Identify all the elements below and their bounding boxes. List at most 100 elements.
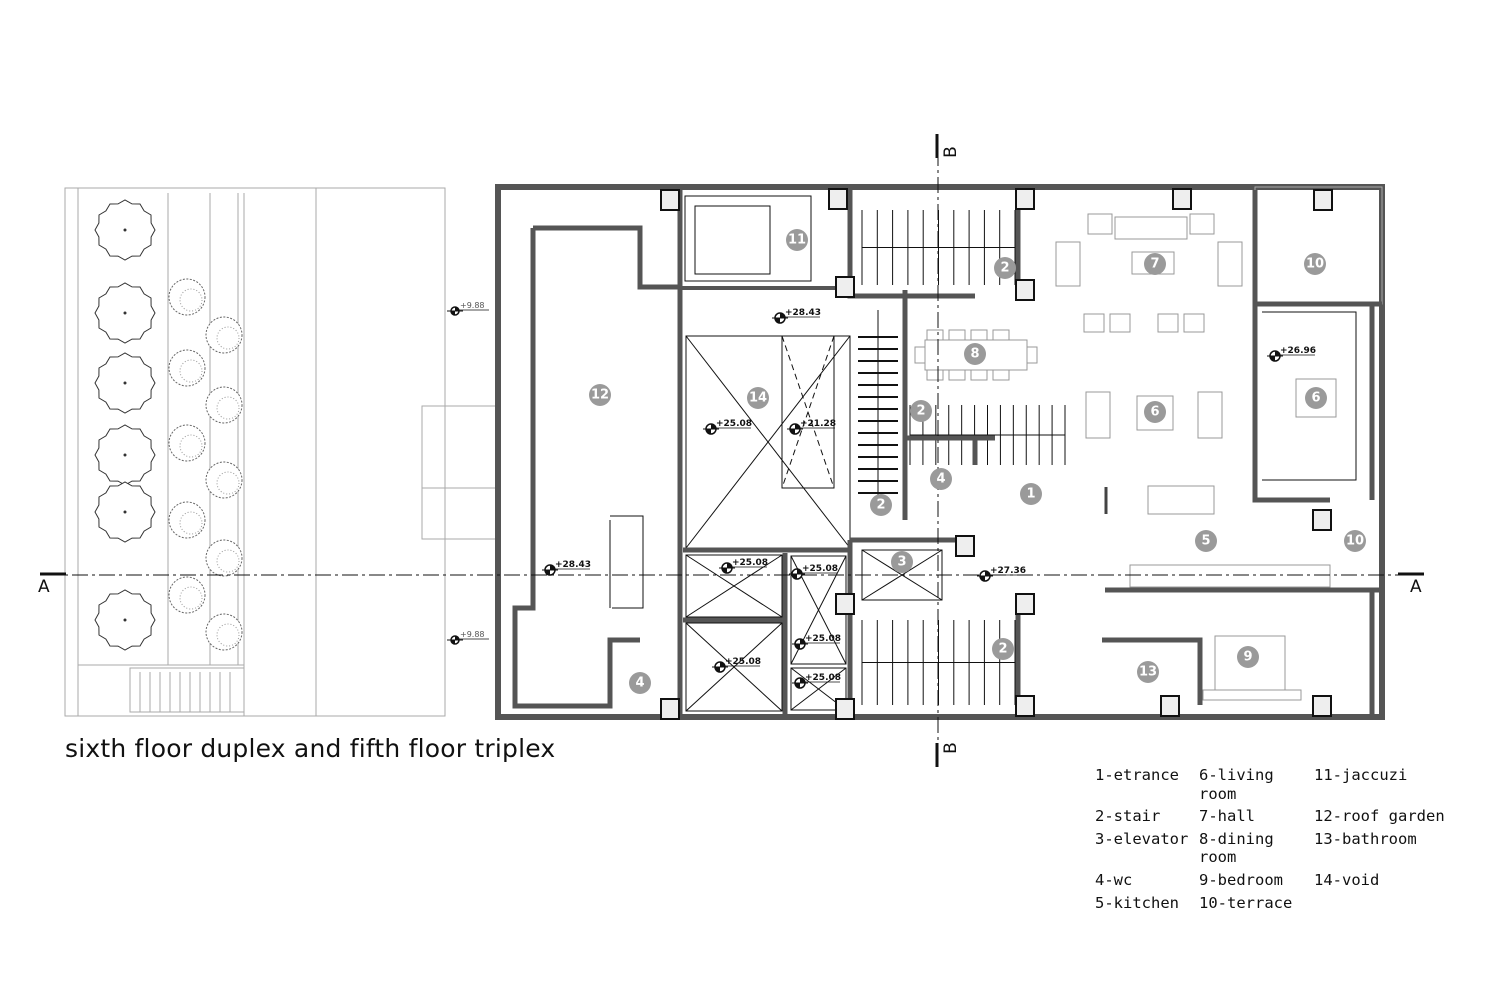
legend-item: 12-roof garden [1314,807,1445,826]
shrub-icon [168,349,206,387]
shrub-icon [168,576,206,614]
legend-item [1314,894,1454,913]
svg-text:10: 10 [1306,257,1324,272]
shrub-icon [205,386,243,424]
room-number-13: 13 [1137,661,1159,683]
room-number-10: 10 [1344,530,1366,552]
room-number-2: 2 [992,638,1014,660]
column [835,593,855,615]
elevation-value: +25.08 [805,673,841,683]
column [835,276,855,298]
room-number-4: 4 [930,468,952,490]
column [1015,695,1035,717]
legend-item: 4-wc [1095,871,1133,890]
column [660,698,680,720]
svg-text:13: 13 [1139,665,1157,680]
svg-text:8: 8 [970,347,979,362]
column [660,189,680,211]
legend-item: 13-bathroom [1314,829,1417,848]
legend-item: 7-hall [1199,807,1255,826]
svg-text:2: 2 [998,642,1007,657]
drawing-title: sixth floor duplex and fifth floor tripl… [65,734,556,763]
room-number-11: 11 [786,229,808,251]
elevation-mark: +9.88 [447,630,489,645]
elevation-mark: +25.08 [792,673,841,689]
svg-text:1: 1 [1026,487,1035,502]
elevation-value: +26.96 [1280,346,1316,356]
section-b-bottom: B [941,742,961,754]
room-number-4: 4 [629,672,651,694]
elevation-mark: +25.08 [703,419,752,435]
elevation-mark: +9.88 [447,301,489,316]
svg-text:4: 4 [936,472,945,487]
column [1312,509,1332,531]
shrub-icon [205,539,243,577]
room-number-6: 6 [1305,387,1327,409]
elevation-value: +25.08 [805,634,841,644]
column [955,535,975,557]
section-b-top: B [941,146,961,158]
elevation-value: +28.43 [555,560,591,570]
elevation-mark: +28.43 [542,560,591,576]
elevation-value: +25.08 [716,419,752,429]
elevation-value: +27.36 [990,566,1026,576]
legend-item: 10-terrace [1199,893,1293,912]
room-number-6: 6 [1144,401,1166,423]
elevation-mark: +27.36 [977,566,1026,582]
legend-item: 8-dining room [1199,829,1274,867]
site-plan [64,187,498,717]
room-number-2: 2 [910,400,932,422]
column [1015,188,1035,210]
elevation-mark: +26.96 [1267,346,1316,362]
svg-text:7: 7 [1150,257,1159,272]
column [1312,695,1332,717]
room-number-8: 8 [964,343,986,365]
svg-text:12: 12 [591,388,609,403]
room-number-10: 10 [1304,253,1326,275]
column [1313,189,1333,211]
elevation-mark: +25.08 [789,564,838,580]
room-number-7: 7 [1144,253,1166,275]
svg-text:10: 10 [1346,534,1364,549]
svg-text:5: 5 [1201,534,1210,549]
building-plan [495,184,1385,720]
elevation-mark: +25.08 [719,558,768,574]
room-number-2: 2 [994,257,1016,279]
svg-text:2: 2 [916,404,925,419]
shrub-icon [168,278,206,316]
shrub-icon [205,613,243,651]
legend-item: 3-elevator [1095,829,1189,848]
legend-item: 5-kitchen [1095,893,1179,912]
section-lines: A A B B [38,134,1424,767]
tree-icon [94,481,156,543]
svg-text:3: 3 [897,555,906,570]
elevation-value: +9.88 [460,630,485,639]
room-number-2: 2 [870,494,892,516]
svg-text:6: 6 [1311,391,1320,406]
shrub-icon [168,501,206,539]
tree-icon [94,589,156,651]
room-number-3: 3 [891,551,913,573]
elevation-value: +25.08 [732,558,768,568]
tree-icon [94,282,156,344]
elevation-value: +25.08 [725,657,761,667]
column [835,698,855,720]
section-a-right: A [1410,577,1422,597]
column [1172,188,1192,210]
elevation-value: +21.28 [800,419,836,429]
svg-text:11: 11 [788,233,806,248]
room-number-1: 1 [1020,483,1042,505]
legend-item: 9-bedroom [1199,871,1283,890]
svg-text:9: 9 [1243,650,1252,665]
svg-text:4: 4 [635,676,644,691]
room-legend: 1-etrance 6-living room 11-jaccuzi 2-sta… [1095,766,1454,912]
shrub-icon [205,316,243,354]
elevation-mark: +25.08 [712,657,761,673]
room-number-5: 5 [1195,530,1217,552]
tree-icon [94,424,156,486]
legend-item: 11-jaccuzi [1314,766,1408,784]
column [1015,593,1035,615]
elevation-value: +28.43 [785,308,821,318]
